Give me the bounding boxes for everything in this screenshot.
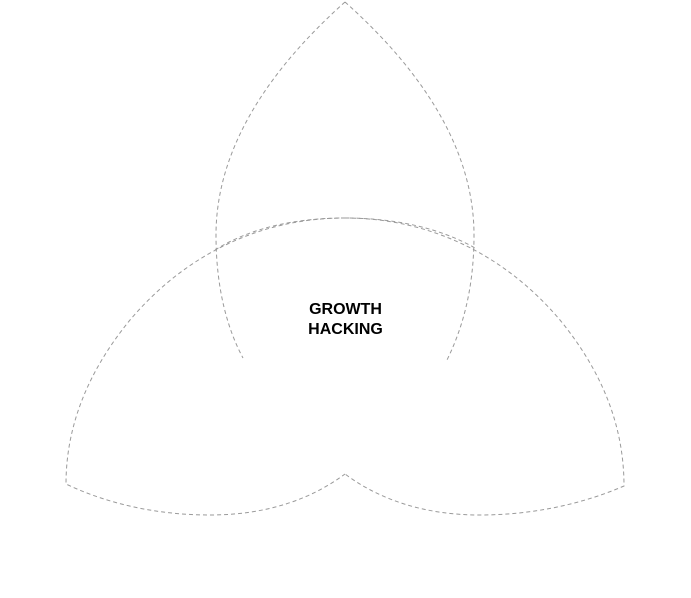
center-label-line2: HACKING — [308, 321, 383, 338]
bottom-left-petal-outline — [65, 217, 346, 516]
center-label-line1: GROWTH — [309, 301, 382, 318]
bottom-right-petal-outline — [344, 217, 625, 516]
center-dome-outline — [214, 217, 476, 251]
top-petal-outline — [215, 1, 475, 363]
